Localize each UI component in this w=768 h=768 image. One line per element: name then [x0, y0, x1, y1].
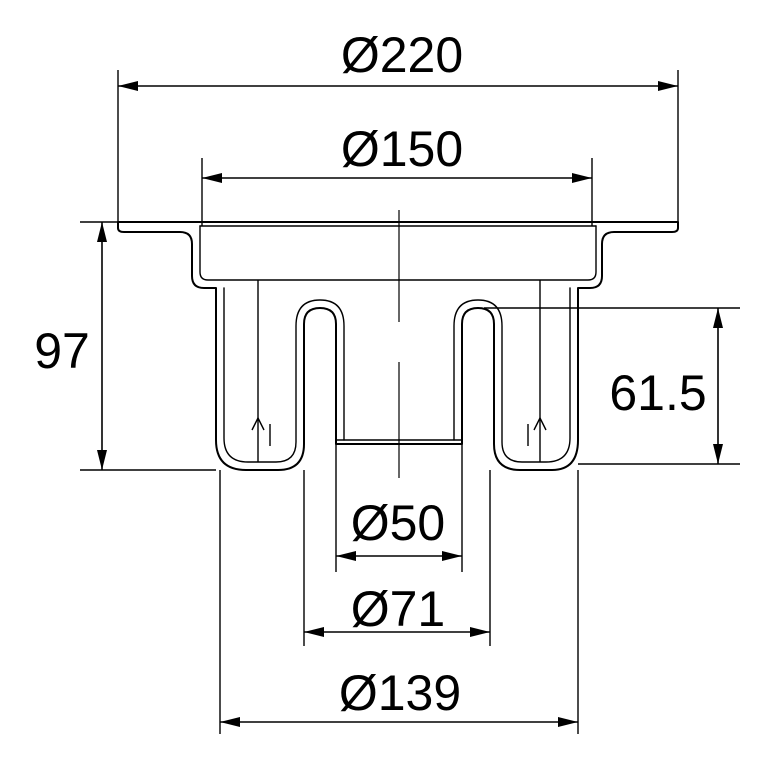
label-insert-height: 61.5	[609, 365, 706, 421]
clip-right	[527, 416, 547, 446]
label-total-height: 97	[34, 323, 90, 379]
label-outer-flange-diameter: Ø220	[341, 27, 463, 83]
label-outlet-inner-diameter: Ø50	[351, 495, 446, 551]
label-body-diameter: Ø139	[339, 665, 461, 721]
clip-left	[251, 416, 271, 446]
drain-inner-profile	[199, 225, 597, 281]
drain-outer-profile	[117, 221, 679, 471]
drain-body	[117, 221, 679, 471]
dimension-labels: Ø220 Ø150 97 61.5 Ø50 Ø71 Ø139	[34, 27, 706, 721]
dimension-lines	[97, 81, 723, 727]
drain-inner-wall-left	[223, 287, 345, 463]
label-outlet-outer-diameter: Ø71	[351, 581, 446, 637]
label-top-opening-diameter: Ø150	[341, 121, 463, 177]
drain-inner-wall-right	[453, 287, 571, 463]
